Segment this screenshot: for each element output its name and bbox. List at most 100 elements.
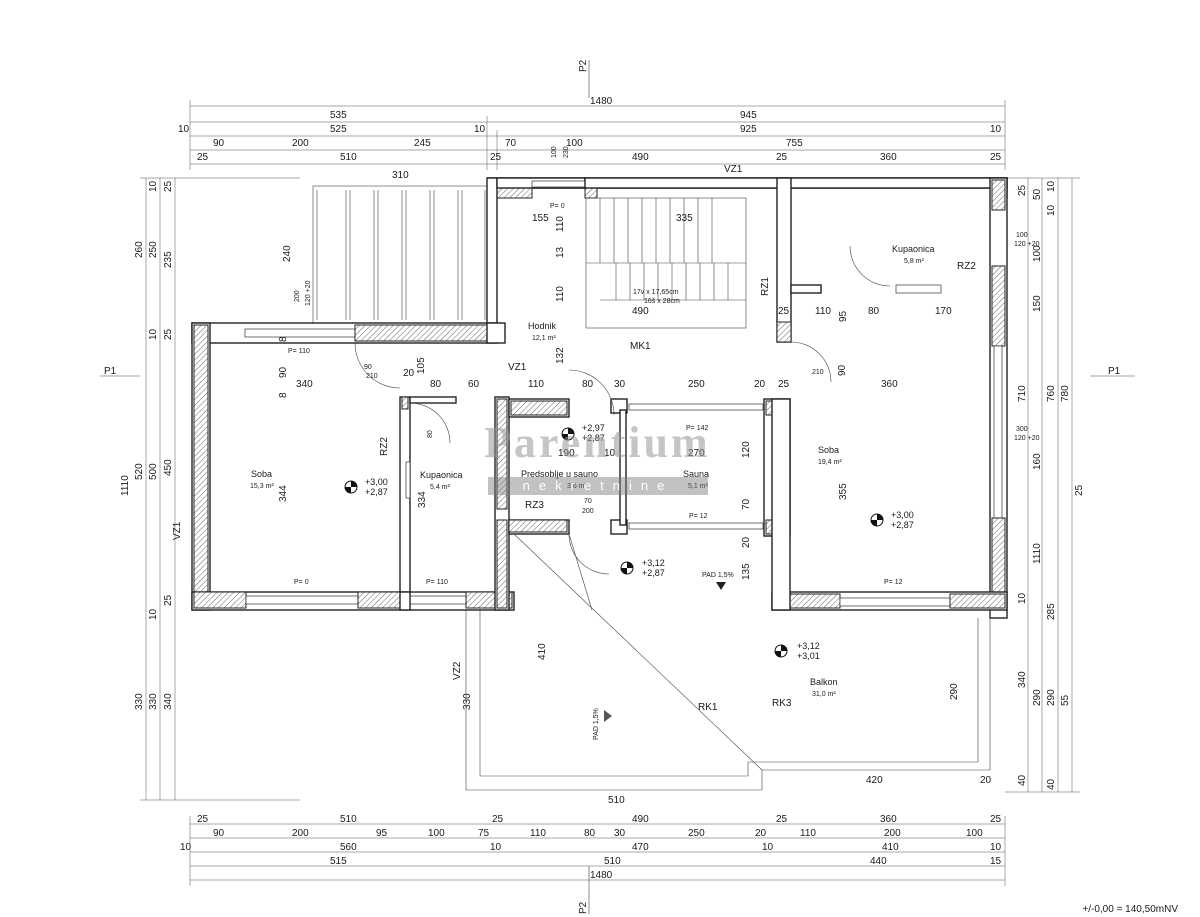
- idim-27: 334: [417, 491, 428, 508]
- pergola-outline: [312, 185, 490, 325]
- room-name-hodnik: Hodnik: [528, 321, 557, 331]
- dim-top-r3-a: 10: [178, 124, 190, 135]
- room-area-balkon: 31,0 m²: [812, 691, 836, 698]
- dim-left-h: 1110: [120, 475, 131, 496]
- room-name-balkon: Balkon: [810, 677, 838, 687]
- dim-top-r5-e: 25: [776, 152, 788, 163]
- dim-bot-r1-b: 510: [340, 814, 357, 825]
- idim-35: 135: [741, 563, 752, 580]
- idim-42: 8: [278, 336, 289, 342]
- idim-23: 80: [868, 306, 880, 317]
- idim-22: 110: [815, 306, 831, 317]
- dim-top-r5-d: 490: [632, 152, 649, 163]
- level-marker-3: [870, 513, 884, 527]
- label-vz1-left: VZ1: [172, 521, 183, 540]
- section-marker-p1-left: P1: [104, 366, 117, 377]
- label-p12-sauna: P= 12: [689, 513, 708, 520]
- idim-1: 335: [676, 213, 693, 224]
- idim-2: 110: [555, 216, 566, 232]
- level-5-bottom: +3,01: [797, 651, 820, 661]
- level-3-bottom: +2,87: [891, 520, 914, 530]
- idim-6: 132: [555, 347, 566, 364]
- dim-top-r3-e: 10: [990, 124, 1002, 135]
- room-name-soba-left: Soba: [251, 469, 272, 479]
- dim-top-r3-c: 10: [474, 124, 486, 135]
- room-name-soba-right: Soba: [818, 445, 839, 455]
- level-4-bottom: +2,87: [642, 568, 665, 578]
- dim-right-r: 285: [1046, 603, 1057, 620]
- label-vz1-mid: VZ1: [508, 362, 527, 373]
- section-marker-p1-right: P1: [1108, 366, 1121, 377]
- dim-bot-r1-c: 25: [492, 814, 504, 825]
- dim-right-q: 10: [1017, 592, 1028, 604]
- dim-left-a: 10: [148, 180, 159, 192]
- idim-3: 13: [555, 246, 566, 258]
- door-swing-4: [568, 533, 610, 575]
- dim-left-d: 250: [148, 241, 159, 258]
- slope-arrow-2: [604, 710, 612, 722]
- dim-bot-r1-f: 360: [880, 814, 897, 825]
- dim-right-x: 40: [1046, 778, 1057, 790]
- dim-right-p: 25: [1074, 484, 1085, 496]
- dim-right-w: 40: [1017, 774, 1028, 786]
- dim-bot-r4-c: 440: [870, 856, 887, 867]
- idim-40: 20: [980, 775, 992, 786]
- slope-arrow-1: [716, 582, 726, 590]
- dim-right-k: 780: [1060, 385, 1071, 402]
- dim-top-r4-e: 100: [566, 138, 583, 149]
- dim-right-n: 160: [1032, 453, 1043, 470]
- dim-bot-r2-b: 200: [292, 828, 309, 839]
- label-p110-bottom: P= 110: [426, 579, 448, 586]
- dim-right-l: 300: [1016, 426, 1028, 433]
- idim-16: 20: [754, 379, 766, 390]
- label-p110-left: P= 110: [288, 348, 310, 355]
- idim-48: 90: [364, 364, 372, 371]
- pergola-slats: [316, 190, 486, 320]
- dim-top-r4-b: 200: [292, 138, 309, 149]
- footer-reference-elevation: +/-0,00 = 140,50mNV: [1082, 904, 1178, 915]
- level-2-top: +2,97: [582, 423, 605, 433]
- dim-right-g: 100: [1032, 245, 1043, 262]
- label-p142: P= 142: [686, 425, 708, 432]
- dim-bot-r1-g: 25: [990, 814, 1002, 825]
- dim-right-o: 1110: [1032, 543, 1043, 564]
- dim-bot-r4-d: 15: [990, 856, 1002, 867]
- dim-top-r5-f: 360: [880, 152, 897, 163]
- dim-left-inner-c: 120 +20: [305, 280, 312, 306]
- dim-left-b: 25: [163, 180, 174, 192]
- level-1-bottom: +2,87: [365, 487, 388, 497]
- label-rz3: RZ3: [525, 500, 544, 511]
- idim-13: 80: [582, 379, 594, 390]
- label-pad-2: PAD 1,5%: [593, 708, 600, 740]
- label-p0-bottom: P= 0: [294, 579, 309, 586]
- dim-top-r3-d: 925: [740, 124, 757, 135]
- idim-38: 510: [608, 795, 625, 806]
- idim-21: 25: [778, 306, 790, 317]
- watermark: Parentium nekretnine: [474, 415, 720, 501]
- idim-12: 110: [528, 379, 544, 390]
- label-rk3: RK3: [772, 698, 792, 709]
- dim-bot-r2-g: 80: [584, 828, 596, 839]
- section-marker-p2-top: P2: [578, 59, 589, 72]
- idim-15: 250: [688, 379, 705, 390]
- dim-bot-r3-c: 10: [490, 842, 502, 853]
- dim-top-r4-c: 245: [414, 138, 431, 149]
- dim-bot-r2-d: 100: [428, 828, 445, 839]
- idim-19: 360: [881, 379, 898, 390]
- dim-top-r5-b: 510: [340, 152, 357, 163]
- idim-25: 95: [838, 310, 849, 322]
- dim-bot-total: 1480: [590, 870, 613, 881]
- label-rz2-left: RZ2: [379, 437, 390, 456]
- idim-0: 155: [532, 213, 549, 224]
- dim-top-r4-f: 755: [786, 138, 803, 149]
- dim-bot-r2-f: 110: [530, 828, 546, 839]
- door-swing-1: [354, 342, 401, 389]
- dim-right-v: 55: [1060, 694, 1071, 706]
- room-name-sauna: Sauna: [683, 469, 709, 479]
- room-area-hodnik: 12,1 m²: [532, 335, 556, 342]
- dim-bot-r3-e: 10: [762, 842, 774, 853]
- label-pad-1: PAD 1,5%: [702, 572, 734, 579]
- dim-left-f: 10: [148, 328, 159, 340]
- dim-right-c: 50: [1032, 188, 1043, 200]
